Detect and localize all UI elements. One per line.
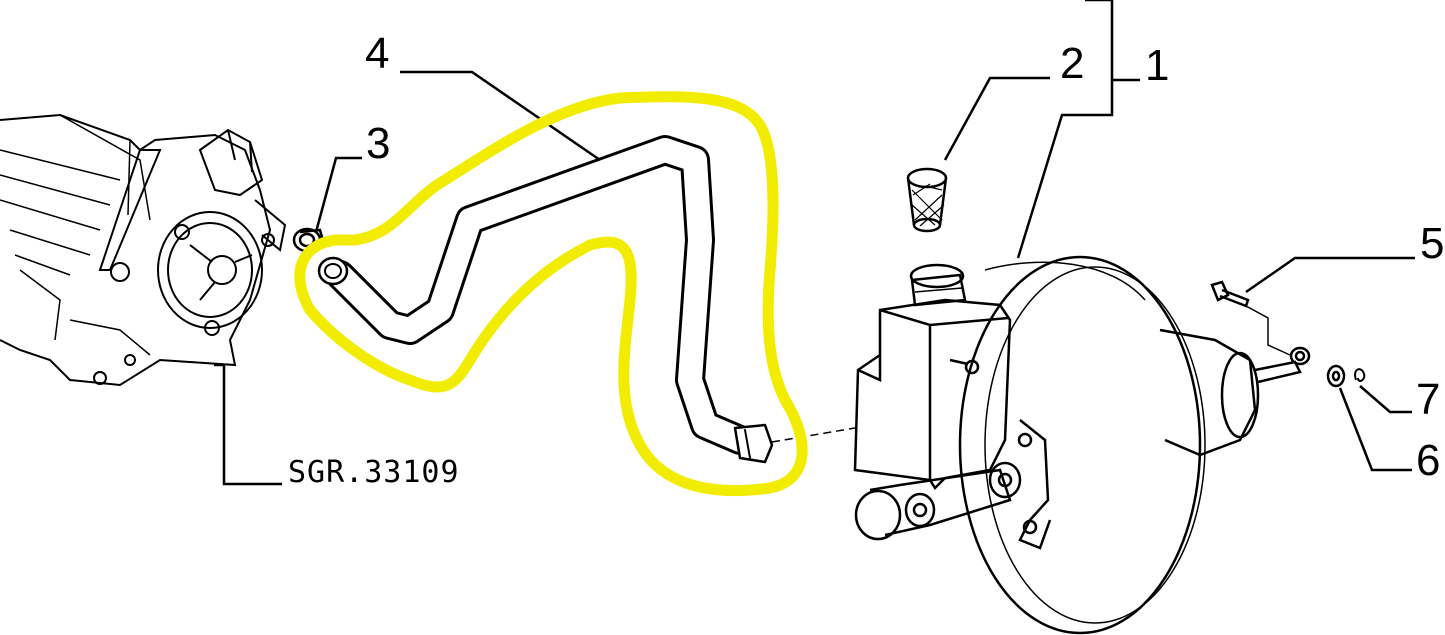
brake-booster-part-1 <box>853 255 1311 635</box>
callout-leader-2 <box>943 76 1050 161</box>
group-bracket <box>1016 0 1114 259</box>
callout-3: 3 <box>366 119 390 168</box>
highlight-outline <box>294 91 808 497</box>
callout-leader-7 <box>1359 385 1412 414</box>
engine-block <box>0 113 287 387</box>
callout-2: 2 <box>1060 39 1084 88</box>
reference-code: SGR.33109 <box>288 455 460 490</box>
callout-leader-5 <box>1245 256 1415 294</box>
callout-7: 7 <box>1416 375 1440 424</box>
connection-dash-line <box>771 427 856 443</box>
callout-1: 1 <box>1145 41 1169 90</box>
callout-5: 5 <box>1420 219 1444 268</box>
filter-part-2 <box>906 167 948 233</box>
callout-leader-6 <box>1338 387 1412 472</box>
clip-part-7 <box>1354 368 1366 382</box>
bolt-part-5 <box>1210 280 1250 308</box>
callout-6: 6 <box>1416 436 1440 485</box>
callout-leader-3 <box>314 156 362 233</box>
washer-part-6 <box>1326 364 1346 388</box>
connection-line-5 <box>1245 305 1291 356</box>
vacuum-hose-part-4 <box>317 135 774 464</box>
callout-4: 4 <box>365 29 389 78</box>
callout-leader-4 <box>400 70 601 162</box>
reference-leader-line <box>214 363 282 486</box>
